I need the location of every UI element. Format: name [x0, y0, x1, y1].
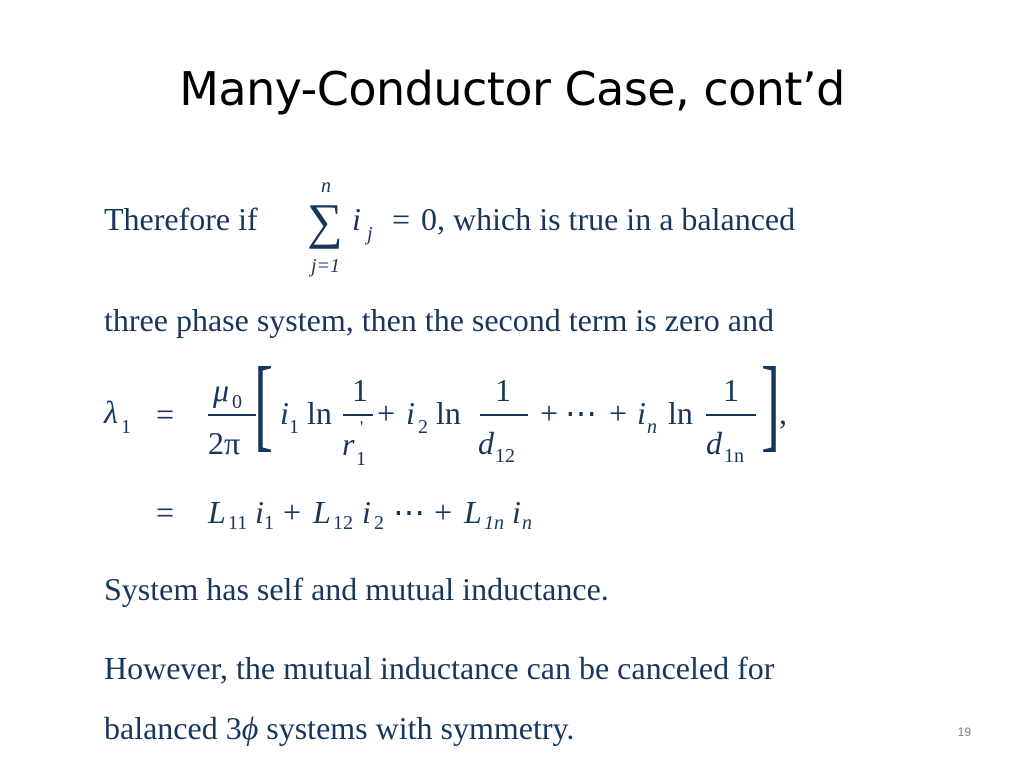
ln-function: ln: [668, 395, 693, 431]
self-mutual-text: System has self and mutual inductance.: [104, 571, 609, 607]
trailing-comma: ,: [779, 395, 787, 431]
phi-symbol: ϕ: [241, 710, 259, 746]
plus-sign: +: [283, 494, 302, 530]
slide-title: Many-Conductor Case, cont’d: [179, 62, 845, 116]
fraction-bar: [343, 414, 373, 416]
ln-function: ln: [436, 395, 461, 431]
numerator-one: 1: [352, 372, 368, 408]
fraction-bar: [480, 414, 528, 416]
distance-d12-subscript: 12: [495, 445, 515, 467]
however-text: However, the mutual inductance can be ca…: [104, 650, 775, 686]
equals-sign: =: [156, 494, 175, 530]
equals-sign: =: [156, 396, 175, 432]
current-i2-subscript: 2: [418, 416, 428, 438]
inductance-L12: L: [313, 494, 331, 530]
balanced-text: balanced 3ϕ systems with symmetry.: [104, 710, 574, 747]
plus-sign: +: [377, 395, 396, 431]
zero-value: 0: [421, 201, 437, 237]
current-in-subscript: n: [647, 416, 657, 438]
numerator-one: 1: [723, 372, 739, 408]
ellipsis: ⋯: [393, 494, 425, 530]
plus-sign: +: [434, 494, 453, 530]
current-i1-subscript: 1: [289, 416, 299, 438]
inductance-L1n-subscript: 1n: [484, 512, 504, 534]
current-i1: i: [280, 395, 289, 431]
inductance-L1n: L: [464, 494, 482, 530]
inductance-L11: L: [208, 494, 226, 530]
inductance-L12-subscript: 12: [333, 512, 353, 534]
right-bracket: ]: [761, 346, 781, 461]
balanced-suffix: systems with symmetry.: [258, 710, 575, 746]
plus-sign: +: [540, 395, 559, 431]
sum-lower-limit: j=1: [311, 255, 341, 277]
current-i1: i: [255, 494, 264, 530]
current-i2: i: [406, 395, 415, 431]
current-in: i: [637, 395, 646, 431]
sum-symbol: ∑: [307, 193, 343, 249]
three-phase-text: three phase system, then the second term…: [104, 302, 774, 338]
current-i1-subscript: 1: [264, 512, 274, 534]
sum-upper-limit: n: [321, 175, 331, 197]
distance-d1n-subscript: 1n: [724, 445, 744, 467]
distance-d12: d: [478, 425, 494, 461]
current-i2-subscript: 2: [374, 512, 384, 534]
numerator-one: 1: [495, 372, 511, 408]
summand-i: i: [352, 201, 361, 237]
distance-d1n: d: [706, 425, 722, 461]
mu-symbol: μ: [213, 372, 230, 408]
current-i2: i: [362, 494, 371, 530]
radius-prime: ': [360, 417, 364, 437]
mu-subscript: 0: [232, 391, 242, 413]
left-bracket: [: [254, 346, 274, 461]
radius-subscript: 1: [356, 448, 366, 470]
lambda-symbol: λ: [104, 394, 118, 430]
two-pi: 2π: [208, 425, 241, 461]
ellipsis: ⋯: [565, 395, 597, 431]
which-text: , which is true in a balanced: [437, 201, 796, 237]
fraction-bar: [706, 414, 756, 416]
current-in: i: [512, 494, 521, 530]
inductance-L11-subscript: 11: [228, 512, 248, 534]
radius-r: r: [342, 426, 355, 462]
lambda-subscript: 1: [121, 416, 131, 438]
therefore-text: Therefore if: [104, 201, 258, 237]
fraction-bar: [208, 414, 256, 416]
equals-sign: =: [392, 201, 411, 237]
summand-subscript-j: j: [367, 223, 373, 245]
current-in-subscript: n: [522, 512, 532, 534]
balanced-prefix: balanced 3: [104, 710, 242, 746]
ln-function: ln: [307, 395, 332, 431]
plus-sign: +: [609, 395, 628, 431]
page-number: 19: [957, 725, 971, 739]
